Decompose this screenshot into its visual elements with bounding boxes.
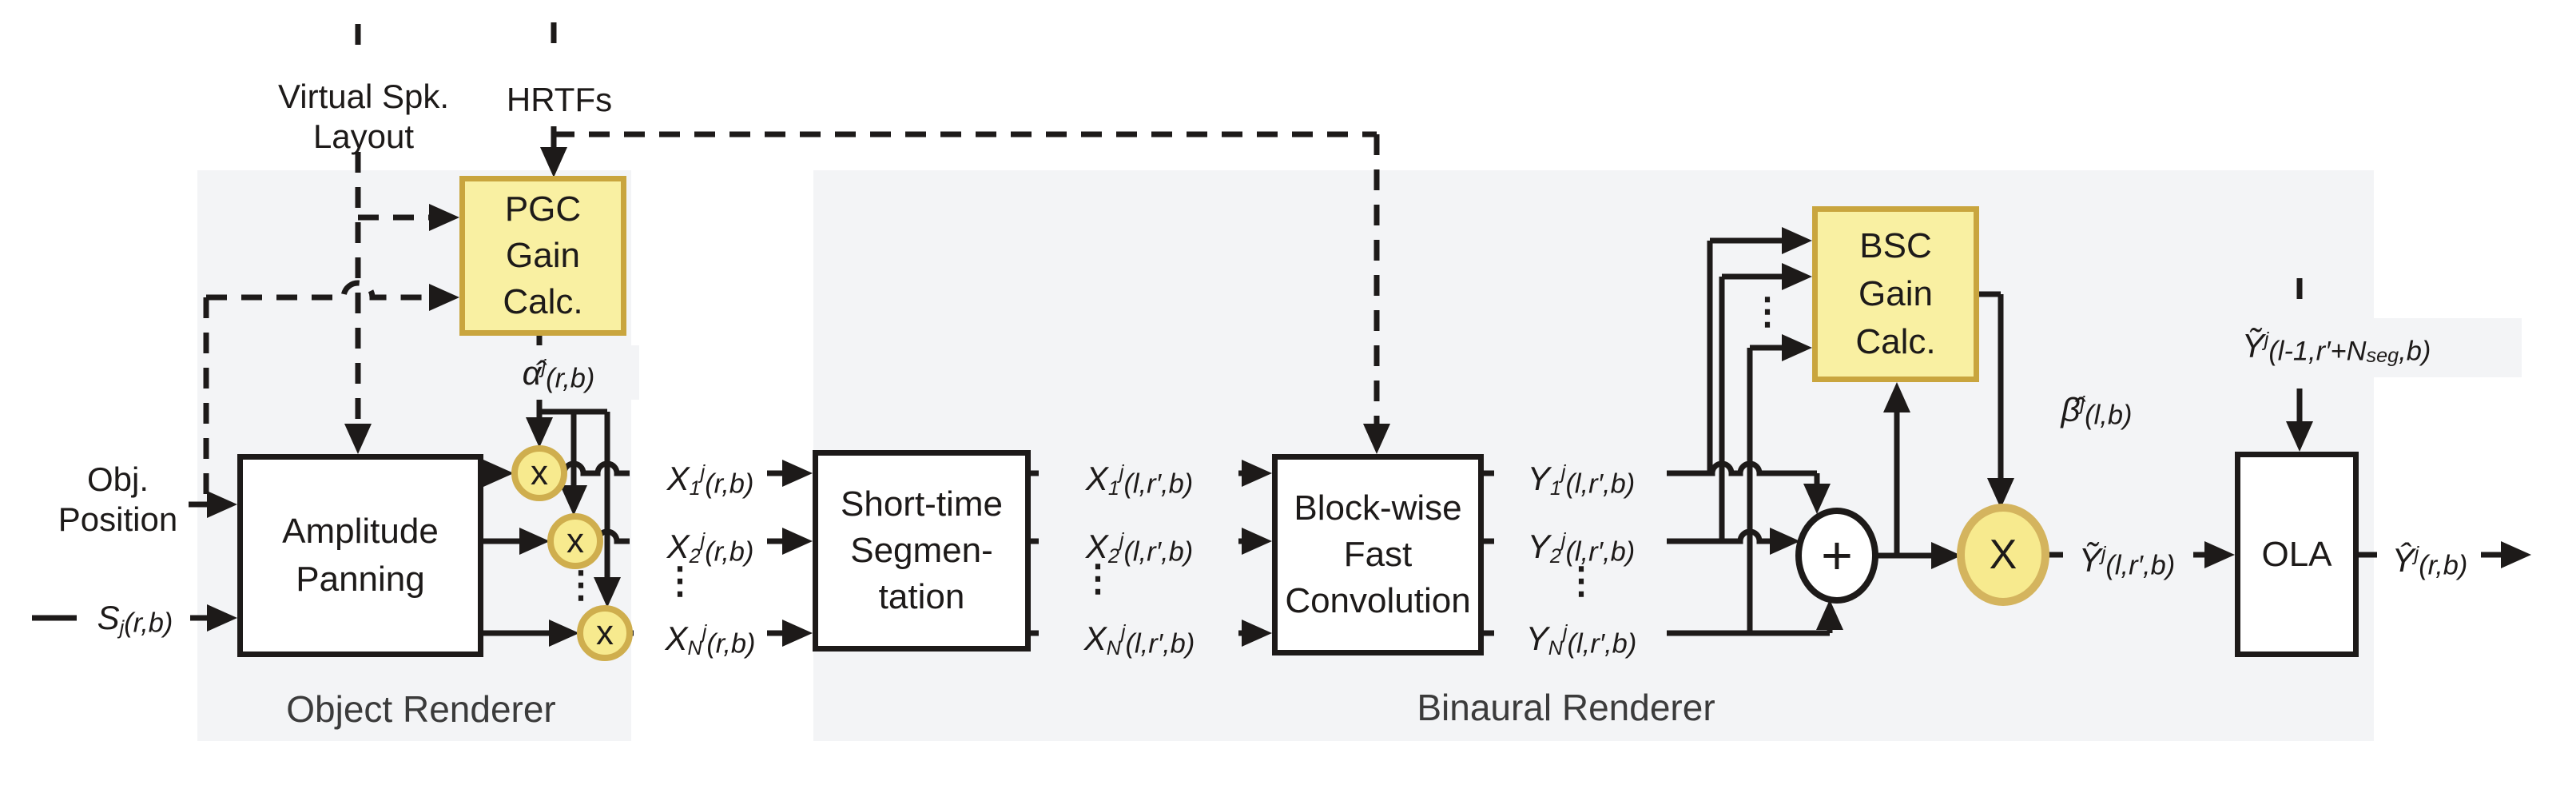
arrowhead (560, 485, 587, 516)
signal-x2-lrb: X2j(l,r′,b) (1085, 527, 1194, 568)
blockwise-line: Fast (1343, 535, 1413, 574)
arrowhead (2501, 541, 2531, 568)
arrowhead (429, 284, 459, 311)
ola-label: OLA (2261, 534, 2332, 574)
ola-block: OLA (2235, 452, 2359, 657)
bsc-line: Calc. (1855, 322, 1936, 361)
arrowhead (540, 147, 567, 177)
amplitude-panning-block: Amplitude Panning (237, 454, 483, 657)
arrowhead (207, 491, 237, 518)
signal-xn-lrb: XNj(l,r′,b) (1083, 619, 1195, 660)
short-time-line: tation (878, 577, 965, 616)
multiply-symbol-2: x (566, 521, 584, 560)
amplitude-panning-line: Amplitude (282, 512, 439, 551)
arrowhead (2204, 541, 2235, 568)
pgc-line: Gain (506, 236, 580, 275)
obj-position-label: Obj. Position (32, 460, 204, 540)
short-time-line: Short-time (841, 484, 1003, 524)
sum-circle (1795, 508, 1878, 604)
short-time-line: Segmen- (850, 531, 993, 570)
arrowhead (1883, 382, 1910, 412)
obj-position-line: Position (58, 500, 178, 538)
dashed-wires (189, 22, 2303, 508)
virtual-spk-line: Virtual Spk. (278, 78, 449, 115)
signal-y-tilde: Ỹj(l,r′,b) (2078, 540, 2176, 581)
solid-wires (32, 237, 2502, 636)
arrowhead (594, 577, 621, 608)
arrowhead (1363, 424, 1390, 454)
multiply-symbol-binaural: X (1989, 532, 2017, 578)
arrowhead (1782, 227, 1812, 254)
ellipsis-mark: ⋮ (1079, 557, 1116, 599)
sum-symbol: + (1821, 525, 1853, 586)
multiplier-circle-1 (511, 445, 567, 501)
arrowhead (1782, 263, 1812, 290)
binaural-renderer-caption: Binaural Renderer (1417, 687, 1715, 728)
ellipsis-mark: ⋮ (1563, 560, 1600, 601)
arrowhead (344, 424, 372, 454)
blockwise-line: Block-wise (1294, 488, 1462, 528)
arrowhead (2286, 421, 2313, 452)
signal-y-hat: Ŷj(r,b) (2391, 540, 2468, 581)
multiplier-circle-2 (547, 513, 603, 569)
bsc-gain-calc-block: BSC Gain Calc. (1812, 206, 1979, 382)
operator-circles (511, 445, 2049, 661)
arrowhead (782, 620, 813, 647)
virtual-spk-line: Layout (312, 118, 415, 155)
arrowhead (1242, 528, 1272, 555)
arrowhead (549, 620, 579, 647)
obj-position-line: Obj. (86, 460, 149, 498)
arrowhead (1782, 334, 1812, 361)
blockwise-fast-convolution-block: Block-wise Fast Convolution (1272, 454, 1484, 655)
binaural-renderer-panel (813, 170, 2374, 741)
bsc-line: Gain (1858, 274, 1933, 313)
pgc-line: Calc. (503, 282, 583, 321)
arrowhead (207, 604, 237, 632)
arrowhead (1987, 478, 2014, 508)
arrowhead (1242, 620, 1272, 647)
ellipsis-mark: ⋮ (563, 564, 599, 605)
blockwise-line: Convolution (1285, 581, 1471, 620)
hrtfs-text: HRTFs (506, 81, 613, 118)
arrowhead (429, 204, 459, 231)
amplitude-panning-line: Panning (296, 560, 425, 599)
arrowhead (782, 528, 813, 555)
signal-y1-lrb: Y1j(l,r′,b) (1527, 459, 1636, 500)
ellipsis-mark: ⋮ (662, 560, 698, 601)
arrowhead (782, 460, 813, 487)
signal-y2-lrb: Y2j(l,r′,b) (1527, 527, 1636, 568)
arrowhead (1770, 528, 1800, 555)
arrowhead (1931, 542, 1962, 569)
signal-xn-rb: XNj(r,b) (665, 619, 756, 660)
multiply-symbol-1: x (531, 453, 548, 492)
virtual-spk-layout-label: Virtual Spk. Layout (244, 77, 483, 157)
signal-x2-rb: X2j(r,b) (666, 527, 754, 568)
arrowhead (526, 417, 553, 448)
pgc-line: PGC (504, 189, 582, 229)
ellipsis-mark: ⋮ (1749, 290, 1786, 332)
signal-s-input: Sj(r,b) (97, 599, 173, 640)
signal-yn-lrb: YNj(l,r′,b) (1525, 619, 1637, 660)
arrowhead (1816, 600, 1843, 630)
pgc-gain-calc-block: PGC Gain Calc. (459, 176, 626, 336)
bsc-line: BSC (1859, 226, 1932, 265)
object-renderer-caption: Object Renderer (286, 688, 556, 730)
signal-beta-hat: β̂j(l,b) (2020, 382, 2173, 437)
hrtfs-label: HRTFs (479, 80, 639, 120)
short-time-segmentation-block: Short-time Segmen- tation (813, 450, 1031, 652)
signal-y-tilde-prev: Ỹj(l-1,r′+Nseg,b) (2151, 318, 2522, 378)
multiply-symbol-n: x (596, 613, 614, 652)
signal-x1-lrb: X1j(l,r′,b) (1085, 459, 1194, 500)
arrowhead (1242, 460, 1272, 487)
arrowheads (207, 147, 2531, 647)
arrowhead (483, 460, 514, 487)
arrowhead (1803, 484, 1831, 514)
multiplier-circle-n (577, 605, 633, 661)
signal-alpha-hat: α̂j(r,b) (478, 345, 639, 400)
multiplier-circle-binaural (1957, 504, 2049, 606)
signal-x1-rb: X1j(r,b) (666, 459, 754, 500)
arrowhead (519, 528, 550, 555)
